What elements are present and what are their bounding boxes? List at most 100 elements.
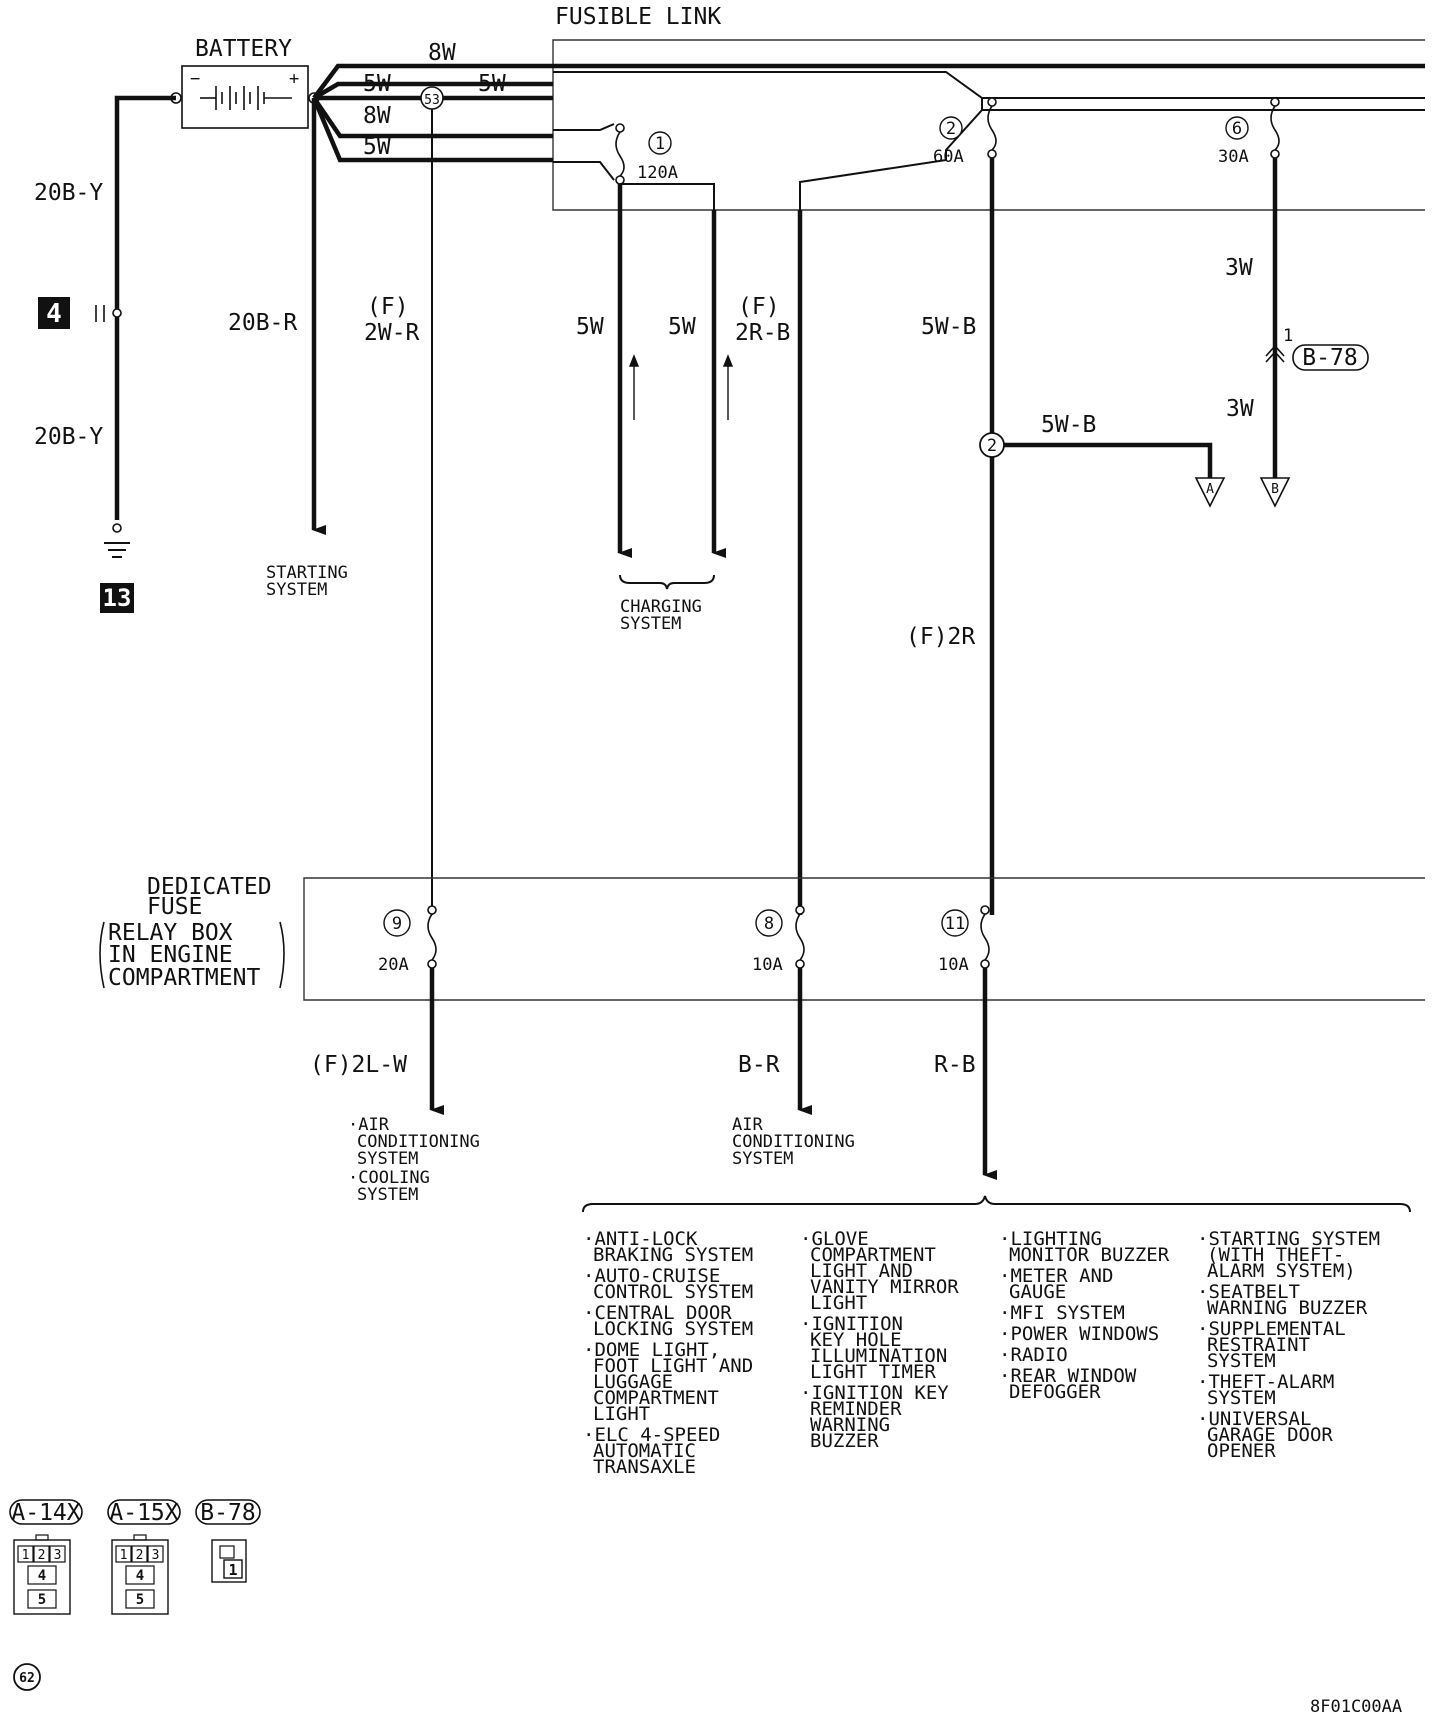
dedicated-fuse-line-5: COMPARTMENT (108, 965, 260, 991)
system-item: ·REAR WINDOW (999, 1365, 1137, 1387)
wire-label-top-5w-c: 5W (363, 134, 391, 160)
ac-cooling-dest-4: ·COOLING (348, 1168, 430, 1188)
legend-pin (131, 1545, 148, 1563)
fuse-6-num: 6 (1232, 119, 1242, 139)
system-item: BUZZER (810, 1430, 879, 1452)
wire-label-top-8w-b: 8W (363, 103, 391, 129)
legend-pin-label: 3 (54, 1548, 62, 1563)
fusible-link-bus (553, 71, 1425, 99)
fuse-2-amp: 60A (933, 147, 964, 167)
legend-name: B-78 (200, 1500, 255, 1526)
legend-pin-label: 5 (136, 1592, 144, 1608)
ac-cooling-dest-5: SYSTEM (357, 1185, 418, 1205)
system-item: ·SEATBELT (1197, 1281, 1300, 1303)
fuse-9 (427, 905, 437, 969)
system-item: ·IGNITION KEY (800, 1382, 949, 1404)
system-item: SYSTEM (1207, 1350, 1276, 1372)
connector-4-symbol (95, 305, 122, 322)
fuse-1-amp: 120A (637, 163, 678, 183)
wire-5wb-branch (1004, 442, 1213, 478)
charging-dest-1: CHARGING (620, 597, 702, 617)
battery-label: BATTERY (195, 36, 292, 62)
dedicated-fuse-box (303, 877, 1425, 1001)
fuse-2-num: 2 (946, 119, 956, 139)
fusible-link-box (552, 39, 1425, 211)
diagram-code: 8F01C00AA (1310, 1697, 1402, 1716)
fuse-1-num: 1 (655, 134, 665, 154)
wire-label-2rb: 2R-B (735, 320, 790, 346)
system-item: DEFOGGER (1009, 1381, 1101, 1403)
legend-pin (49, 1545, 66, 1563)
connector-4-badge (38, 297, 70, 329)
fuse-9-amp: 20A (378, 955, 409, 975)
legend-pin-label: 3 (152, 1548, 160, 1563)
dedicated-fuse-paren-left (99, 921, 105, 989)
fusible-link-title: FUSIBLE LINK (555, 4, 721, 30)
system-item: KEY HOLE (810, 1329, 902, 1351)
fuse-11 (980, 905, 990, 969)
system-item: ·STARTING SYSTEM (1197, 1228, 1380, 1250)
system-item: ·ELC 4-SPEED (583, 1424, 720, 1446)
wire-label-rb: R-B (934, 1052, 976, 1078)
fuse-11-num: 11 (945, 914, 965, 934)
system-item: BRAKING SYSTEM (593, 1244, 753, 1266)
fuse-8-number (755, 909, 783, 937)
fuse-2-number (939, 116, 963, 140)
ground-wire (114, 95, 176, 520)
fuse-8-amp: 10A (752, 955, 783, 975)
legend-connector-lock (133, 1534, 147, 1541)
system-item: LIGHT TIMER (810, 1361, 936, 1383)
system-item: ILLUMINATION (810, 1345, 947, 1367)
b78-inline-label: B-78 (1302, 345, 1357, 371)
system-item: ALARM SYSTEM) (1207, 1260, 1356, 1282)
system-item: ·THEFT-ALARM (1197, 1371, 1334, 1393)
legend-connector-lock (219, 1545, 235, 1559)
systems-brace (582, 1195, 1411, 1213)
system-item: OPENER (1207, 1440, 1276, 1462)
system-item: CONTROL SYSTEM (593, 1281, 753, 1303)
system-item: WARNING BUZZER (1207, 1297, 1368, 1319)
starting-dest-1: STARTING (266, 563, 348, 583)
wire-label-top-8w: 8W (428, 40, 456, 66)
system-item: ·RADIO (999, 1344, 1068, 1366)
legend-pin-label: 4 (136, 1568, 144, 1584)
legend-pin-label: 2 (38, 1548, 46, 1563)
fuse-1-feed (553, 123, 615, 131)
page-number: 62 (19, 1671, 35, 1686)
ground-13-label: 13 (103, 584, 132, 612)
system-item: SYSTEM (1207, 1387, 1276, 1409)
ac-cooling-dest-1: ·AIR (348, 1115, 390, 1135)
system-item: ·CENTRAL DOOR (583, 1302, 732, 1324)
ac-dest-3: SYSTEM (732, 1149, 793, 1169)
ground-symbol (104, 523, 130, 558)
ground-13-badge (100, 583, 134, 613)
ac-cooling-dest-3: SYSTEM (357, 1149, 418, 1169)
b78-inline-connector (1265, 344, 1285, 363)
fuse-6-number (1225, 116, 1249, 140)
fuse-2 (987, 97, 997, 159)
wire-label-5wb-branch: 5W-B (1041, 412, 1096, 438)
dedicated-fuse-line-3: RELAY BOX (108, 920, 233, 946)
system-item: ·SUPPLEMENTAL (1197, 1318, 1346, 1340)
system-item: ·POWER WINDOWS (999, 1323, 1159, 1345)
dedicated-fuse-line-1: DEDICATED (147, 874, 272, 900)
battery-plus: + (289, 69, 299, 89)
wire-label-charge-5w-b: 5W (668, 314, 696, 340)
wire-label-2r: (F)2R (906, 624, 975, 650)
legend-badge (9, 1499, 83, 1525)
system-item: (WITH THEFT- (1207, 1244, 1344, 1266)
legend-pin (125, 1589, 155, 1609)
dedicated-fuse-paren-right (279, 921, 285, 989)
legend-badge (107, 1499, 181, 1525)
system-item: ·MFI SYSTEM (999, 1302, 1125, 1324)
system-item: LIGHT AND (810, 1260, 913, 1282)
fuse-8-num: 8 (764, 914, 774, 934)
legend-connector-lock (35, 1534, 49, 1541)
wire-label-ground-lower: 20B-Y (34, 424, 103, 450)
legend-pin-label: 5 (38, 1592, 46, 1608)
wire-label-br: B-R (738, 1052, 780, 1078)
system-item: WARNING (810, 1414, 890, 1436)
system-item: LIGHT (593, 1403, 650, 1425)
